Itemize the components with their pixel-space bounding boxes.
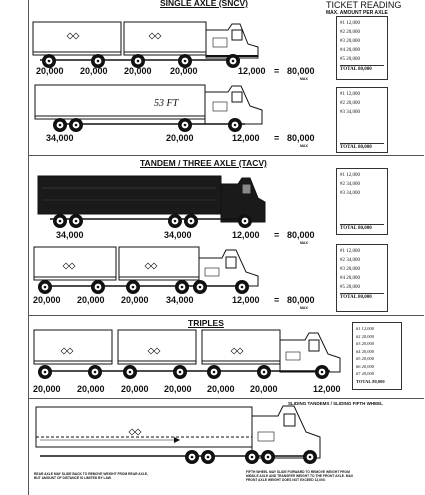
- total-weight: 80,000: [287, 230, 315, 240]
- axle-weight: 20,000: [80, 66, 108, 76]
- note-rear-axle: REAR AXLE MAY SLIDE BACK TO REMOVE WEIGH…: [34, 472, 152, 480]
- ticket-row: #2 34,000: [340, 180, 384, 189]
- truck-53ft-single-axle: [35, 85, 262, 132]
- truck-tandem-dark: [38, 176, 265, 228]
- ticket-total: TOTAL 80,000: [340, 65, 384, 72]
- ticket-row: #3 34,000: [340, 189, 384, 198]
- equals-sign: =: [274, 66, 279, 76]
- axle-weight: 20,000: [121, 295, 149, 305]
- axle-weight: 12,000: [238, 66, 266, 76]
- axle-weight: 20,000: [33, 384, 61, 394]
- axle-weight: 20,000: [164, 384, 192, 394]
- equals-sign: =: [274, 133, 279, 143]
- axle-weight: 20,000: [77, 295, 105, 305]
- axle-weight: 12,000: [232, 230, 260, 240]
- total-weight: 80,000: [287, 66, 315, 76]
- ticket-row: #5 20,000: [340, 55, 384, 64]
- ticket-row: #5 20,000: [340, 283, 384, 292]
- ticket-row: #7 20,000: [356, 370, 398, 378]
- truck-doubles-single-axle: [33, 22, 258, 68]
- axle-weight: 20,000: [124, 66, 152, 76]
- axle-weight: 12,000: [232, 133, 260, 143]
- axle-weight: 34,000: [166, 295, 194, 305]
- ticket-2: #1 12,000 #2 20,000 #3 34,000 TOTAL 80,0…: [336, 87, 388, 153]
- axle-weight: 20,000: [33, 295, 61, 305]
- ticket-row: #2 20,000: [340, 99, 384, 108]
- ticket-total: TOTAL 80,000: [340, 224, 384, 231]
- max-label: MAX: [300, 144, 308, 148]
- axle-weight: 20,000: [36, 66, 64, 76]
- max-label: MAX: [300, 306, 308, 310]
- ticket-row: #2 20,000: [356, 333, 398, 341]
- ticket-total: TOTAL 80,000: [356, 378, 398, 384]
- total-weight: 80,000: [287, 295, 315, 305]
- ticket-3: #1 12,000 #2 34,000 #3 34,000 TOTAL 80,0…: [336, 168, 388, 235]
- ticket-row: #4 20,000: [340, 274, 384, 283]
- ticket-row: #3 20,000: [340, 37, 384, 46]
- axle-weight: 12,000: [232, 295, 260, 305]
- trailer-length-label: 53 FT: [154, 98, 178, 109]
- axle-weight: 20,000: [166, 133, 194, 143]
- truck-triples: [34, 330, 340, 379]
- max-label: MAX: [300, 77, 308, 81]
- ticket-row: #3 20,000: [340, 265, 384, 274]
- ticket-row: #5 20,000: [356, 355, 398, 363]
- ticket-row: #6 20,000: [356, 363, 398, 371]
- truck-sliding-tandem: [36, 406, 320, 464]
- ticket-row: #3 20,000: [356, 340, 398, 348]
- truck-doubles-tandem: [34, 247, 258, 294]
- ticket-row: #2 34,000: [340, 256, 384, 265]
- ticket-4: #1 12,000 #2 34,000 #3 20,000 #4 20,000 …: [336, 244, 388, 312]
- ticket-row: #1 12,000: [340, 19, 384, 28]
- ticket-total: TOTAL 80,000: [340, 143, 384, 150]
- ticket-row: #1 12,000: [356, 325, 398, 333]
- ticket-total: TOTAL 80,000: [340, 293, 384, 300]
- axle-weight: 34,000: [46, 133, 74, 143]
- ticket-5: #1 12,000 #2 20,000 #3 20,000 #4 20,000 …: [352, 322, 402, 390]
- equals-sign: =: [274, 230, 279, 240]
- ticket-1: #1 12,000 #2 20,000 #3 20,000 #4 20,000 …: [336, 16, 388, 80]
- axle-weight: 20,000: [207, 384, 235, 394]
- max-label: MAX: [300, 241, 308, 245]
- axle-weight: 34,000: [56, 230, 84, 240]
- ticket-row: #2 20,000: [340, 28, 384, 37]
- ticket-row: #1 12,000: [340, 171, 384, 180]
- equals-sign: =: [274, 295, 279, 305]
- note-fifth-wheel: FIFTH WHEEL MAY SLIDE FORWARD TO REMOVE …: [246, 470, 356, 482]
- total-weight: 80,000: [287, 133, 315, 143]
- axle-weight: 34,000: [164, 230, 192, 240]
- axle-weight: 20,000: [121, 384, 149, 394]
- ticket-row: #4 20,000: [356, 348, 398, 356]
- axle-weight: 20,000: [250, 384, 278, 394]
- axle-weight: 20,000: [77, 384, 105, 394]
- ticket-row: #3 34,000: [340, 108, 384, 117]
- ticket-row: #1 12,000: [340, 247, 384, 256]
- ticket-row: #1 12,000: [340, 90, 384, 99]
- axle-weight: 20,000: [170, 66, 198, 76]
- axle-weight: 12,000: [313, 384, 341, 394]
- ticket-row: #4 20,000: [340, 46, 384, 55]
